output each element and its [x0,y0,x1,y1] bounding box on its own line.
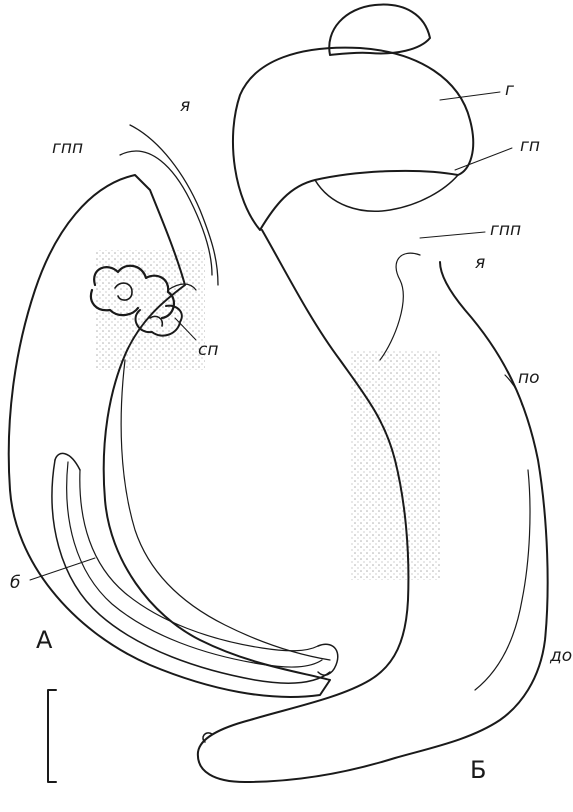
figure-a-tube-outer [51,459,331,685]
figure-a-inner-contour [120,359,331,661]
label-gpp-right: гпп [490,220,522,240]
figure-b-tip [202,732,213,743]
label-ya-right: я [475,253,486,273]
figure-a-tube-tip [317,643,339,676]
scale-bar [47,689,57,783]
label-B: Б [470,756,487,784]
g-leader [439,91,501,101]
label-b: б [10,573,21,593]
b-leader [29,557,96,581]
sp-leader [174,317,197,341]
figure-b-head [231,46,475,231]
figure-a-duct-2 [129,124,219,286]
figure-b-cap [328,3,431,56]
figure-b-stipple [350,350,440,580]
label-gpp-left: гпп [52,138,84,158]
label-g: г [505,80,514,100]
figure-b [196,3,549,783]
figure-a-tube-inner [79,469,319,652]
gp-leader [454,147,513,171]
figure-a-duct-1 [119,150,213,276]
figure-a [7,124,339,698]
figure-b-do-line [474,469,531,691]
figure-a-stipple [95,250,205,370]
label-do: до [550,646,573,666]
label-gp: гп [520,136,541,156]
gpp-right-leader [419,231,486,239]
label-po: по [518,368,540,388]
figure-b-body-inner [379,252,421,361]
figure-b-po-line [504,374,523,406]
label-ya-top: я [180,96,191,116]
figure-b-neck [314,174,459,212]
figure-a-tube-mid [66,461,323,668]
label-sp: сп [198,340,219,360]
label-A: А [36,626,53,654]
figure-a-tube-cap [54,452,81,471]
figure-a-cluster [89,264,197,337]
